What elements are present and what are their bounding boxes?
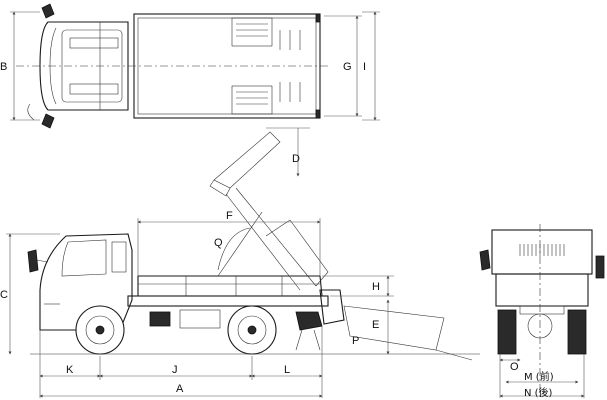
label-d: D [292, 153, 300, 165]
label-j: J [172, 364, 178, 376]
label-o: O [510, 361, 519, 373]
dimension-labels: B G I D F Q C H E P K J L A O M (前) N (後… [0, 61, 554, 399]
label-h: H [372, 281, 380, 293]
mirror-icon [41, 3, 55, 19]
label-g: G [343, 61, 352, 73]
label-k: K [66, 364, 74, 376]
label-n: N (後) [524, 386, 553, 399]
top-view [10, 3, 380, 129]
label-p: P [352, 335, 359, 347]
label-c: C [0, 289, 8, 301]
label-b: B [0, 61, 7, 73]
rear-wheel [227, 305, 277, 355]
label-l: L [284, 364, 290, 376]
label-e: E [372, 319, 379, 331]
label-a: A [176, 383, 184, 395]
mirror-icon [27, 249, 39, 273]
label-f: F [226, 210, 233, 222]
front-wheel [75, 305, 125, 355]
mirror-icon [479, 249, 491, 271]
label-q: Q [214, 237, 223, 249]
mirror-icon [595, 255, 605, 279]
rear-view [479, 224, 605, 398]
label-m: M (前) [524, 370, 554, 383]
mirror-icon [41, 113, 55, 129]
side-view [6, 127, 480, 398]
label-i: I [363, 61, 366, 73]
